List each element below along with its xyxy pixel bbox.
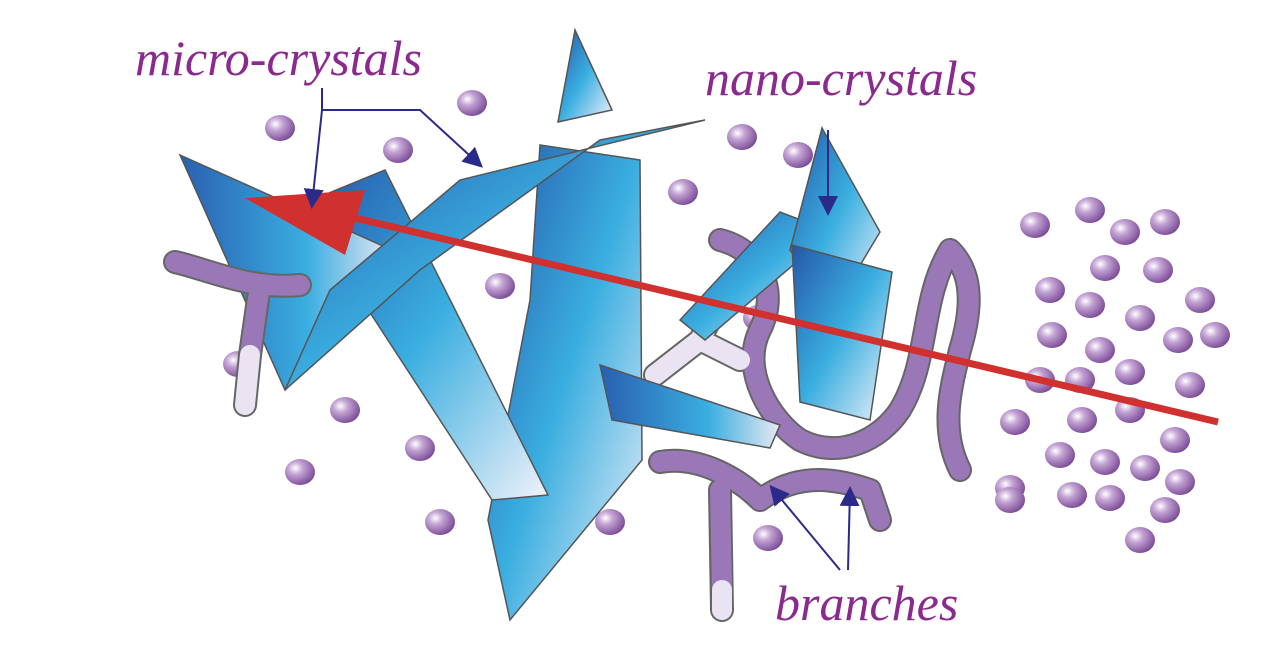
sphere-particle bbox=[1175, 372, 1205, 398]
sphere-particle bbox=[1150, 497, 1180, 523]
sphere-particle bbox=[1165, 469, 1195, 495]
sphere-particle bbox=[1090, 449, 1120, 475]
crystal-shard bbox=[284, 119, 706, 391]
sphere-particle bbox=[1000, 409, 1030, 435]
sphere-particle bbox=[425, 509, 455, 535]
sphere-particle bbox=[485, 273, 515, 299]
sphere-particle bbox=[1095, 485, 1125, 511]
sphere-particle bbox=[668, 179, 698, 205]
sphere-particle bbox=[405, 435, 435, 461]
sphere-particle bbox=[1160, 427, 1190, 453]
micro-crystals bbox=[178, 27, 706, 622]
sphere-particle bbox=[1110, 219, 1140, 245]
label-nano-crystals: nano-crystals bbox=[705, 50, 977, 106]
sphere-particle bbox=[995, 487, 1025, 513]
sphere-particle bbox=[285, 459, 315, 485]
sphere-particle bbox=[1090, 255, 1120, 281]
sphere-particle bbox=[753, 525, 783, 551]
sphere-particle bbox=[1085, 337, 1115, 363]
sphere-particle bbox=[1035, 277, 1065, 303]
sphere-particle bbox=[1125, 527, 1155, 553]
sphere-particle bbox=[1045, 442, 1075, 468]
sphere-particle bbox=[1067, 407, 1097, 433]
crystal-shard bbox=[598, 363, 782, 449]
sphere-particle bbox=[1185, 287, 1215, 313]
sphere-particle bbox=[265, 115, 295, 141]
sphere-particle bbox=[1020, 212, 1050, 238]
sphere-particle bbox=[1057, 482, 1087, 508]
sphere-particle bbox=[727, 124, 757, 150]
sphere-particle bbox=[1125, 305, 1155, 331]
sphere-particle bbox=[1150, 209, 1180, 235]
crystal-shard bbox=[557, 27, 614, 123]
sphere-particle bbox=[783, 142, 813, 168]
label-branches: branches bbox=[775, 575, 958, 631]
label-micro-crystals: micro-crystals bbox=[135, 30, 422, 86]
crystal-shard bbox=[487, 144, 643, 622]
sphere-particle bbox=[1075, 292, 1105, 318]
sphere-particle bbox=[1075, 197, 1105, 223]
pointer-arrows bbox=[303, 88, 860, 571]
sphere-particle bbox=[1200, 322, 1230, 348]
sphere-particle bbox=[1037, 322, 1067, 348]
sphere-particle bbox=[1115, 359, 1145, 385]
sphere-particle bbox=[1163, 327, 1193, 353]
incident-beam-arrow bbox=[245, 190, 1219, 426]
sphere-particle bbox=[330, 397, 360, 423]
sphere-particle bbox=[457, 90, 487, 116]
sphere-particle bbox=[595, 509, 625, 535]
sphere-particle bbox=[1143, 257, 1173, 283]
sphere-particle bbox=[1130, 455, 1160, 481]
sphere-particle bbox=[383, 137, 413, 163]
